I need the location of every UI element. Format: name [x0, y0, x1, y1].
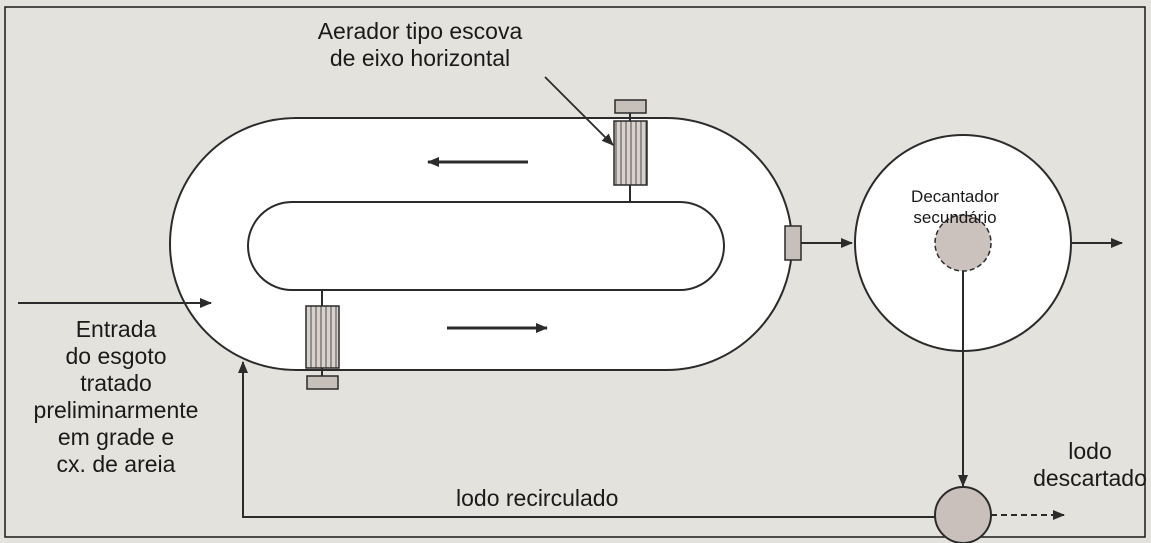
recirculated-sludge-line	[238, 361, 935, 518]
outlet-weir	[784, 225, 802, 261]
discarded-sludge-label-line-1: lodo	[1068, 438, 1112, 464]
aerator-label: Aerador tipo escova de eixo horizontal	[255, 18, 585, 72]
recirculated-sludge-label: lodo recirculado	[456, 485, 619, 511]
inflow-label-line-1: Entrada	[75, 316, 157, 342]
aerator-bottom	[305, 290, 340, 390]
inflow-label-line-5: em grade e	[57, 424, 175, 450]
decanter-label-line-2: secundário	[913, 208, 997, 227]
aerator-label-line-1: Aerador tipo escova	[317, 18, 523, 44]
inflow-label-line-3: tratado	[80, 370, 152, 396]
figure-border	[4, 6, 1146, 538]
inflow-label-line-4: preliminarmente	[33, 397, 199, 423]
aerator-label-line-2: de eixo horizontal	[329, 45, 511, 71]
ditch-inner-island	[247, 201, 725, 291]
inflow-label-line-2: do esgoto	[65, 343, 167, 369]
aerator-pointer-arrow	[544, 76, 614, 146]
decanter-label-line-1: Decantador	[911, 187, 999, 206]
inflow-label: Entrada do esgoto tratado preliminarment…	[2, 316, 230, 478]
discarded-sludge-label: lodo descartado	[1030, 438, 1150, 492]
discarded-sludge-label-line-2: descartado	[1033, 465, 1147, 491]
aerator-top	[613, 99, 648, 202]
sludge-pump	[934, 486, 992, 543]
decanter-label: Decantador secundário	[880, 186, 1030, 228]
inflow-label-line-6: cx. de areia	[56, 451, 176, 477]
